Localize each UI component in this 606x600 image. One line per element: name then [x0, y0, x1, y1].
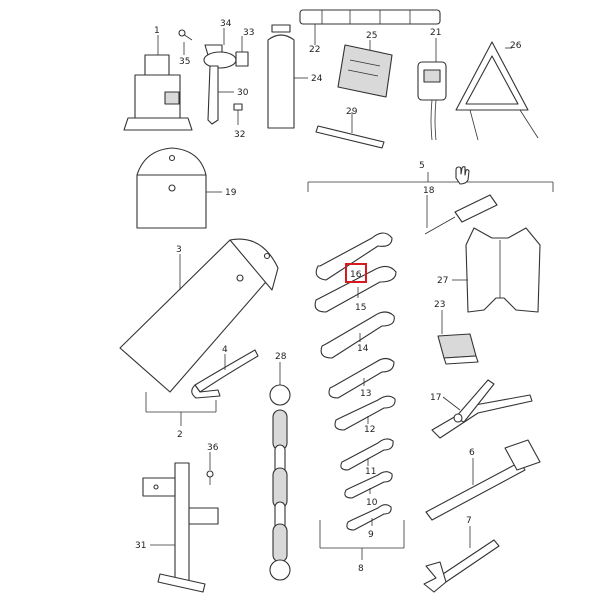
part-25-manual[interactable]	[337, 40, 393, 98]
callout-34[interactable]: 34	[220, 19, 232, 29]
part-27-vest[interactable]	[452, 227, 541, 313]
callout-24[interactable]: 24	[311, 74, 323, 84]
callout-23[interactable]: 23	[434, 300, 445, 310]
part-19-pouch[interactable]	[136, 147, 222, 229]
callout-19[interactable]: 19	[225, 188, 237, 198]
callout-18[interactable]: 18	[423, 186, 435, 196]
callout-30[interactable]: 30	[237, 88, 249, 98]
group-bracket-5	[307, 172, 554, 192]
callout-35[interactable]: 35	[179, 57, 190, 67]
part-16-wrench[interactable]	[315, 232, 393, 281]
part-26-warning-triangle[interactable]	[455, 41, 539, 141]
callout-16[interactable]: 16	[350, 270, 362, 280]
part-29-bar[interactable]	[315, 112, 385, 149]
callout-28[interactable]: 28	[275, 352, 287, 362]
part-9-wrench[interactable]	[346, 504, 392, 531]
part-4-handle[interactable]	[191, 349, 259, 399]
part-23-block[interactable]	[437, 310, 479, 365]
part-24-fire-extinguisher[interactable]	[267, 24, 308, 129]
callout-2[interactable]: 2	[177, 430, 183, 440]
part-1-jack[interactable]	[123, 35, 193, 131]
part-18-screwdriver[interactable]	[424, 194, 498, 235]
part-21-lamp[interactable]	[417, 38, 447, 141]
callout-9[interactable]: 9	[368, 530, 374, 540]
part-31-stand[interactable]	[142, 462, 219, 593]
part-22-rod[interactable]	[299, 9, 441, 45]
callout-10[interactable]: 10	[366, 498, 378, 508]
callout-14[interactable]: 14	[357, 344, 369, 354]
callout-27[interactable]: 27	[437, 276, 448, 286]
part-6-hammer[interactable]	[425, 439, 541, 521]
highlighted-callout-16[interactable]: 16	[345, 263, 367, 283]
part-30-jack-handle[interactable]	[203, 28, 249, 125]
part-17-pliers[interactable]	[431, 379, 533, 439]
part-28-chain[interactable]	[269, 362, 291, 581]
callout-21[interactable]: 21	[430, 28, 441, 38]
callout-31[interactable]: 31	[135, 541, 146, 551]
part-12-wrench[interactable]	[334, 395, 396, 431]
part-36-bolt[interactable]	[206, 452, 214, 485]
part-13-wrench[interactable]	[328, 357, 395, 399]
group-bracket-8	[319, 520, 405, 560]
part-7-adjustable-wrench[interactable]	[423, 526, 500, 593]
callout-4[interactable]: 4	[222, 345, 228, 355]
callout-17[interactable]: 17	[430, 393, 441, 403]
part-32-screw[interactable]	[233, 103, 243, 125]
callout-32[interactable]: 32	[234, 130, 245, 140]
callout-25[interactable]: 25	[366, 31, 377, 41]
callout-11[interactable]: 11	[365, 467, 376, 477]
callout-36[interactable]: 36	[207, 443, 219, 453]
callout-33[interactable]: 33	[243, 28, 254, 38]
callout-12[interactable]: 12	[364, 425, 375, 435]
callout-29[interactable]: 29	[346, 107, 358, 117]
callout-8[interactable]: 8	[358, 564, 364, 574]
part-11-wrench[interactable]	[340, 438, 394, 471]
part-15-wrench[interactable]	[314, 265, 397, 313]
callout-6[interactable]: 6	[469, 448, 475, 458]
hand-cursor-icon	[455, 166, 470, 185]
part-35-bolt[interactable]	[178, 29, 193, 55]
callout-1[interactable]: 1	[154, 26, 160, 36]
part-3-tool-bag[interactable]	[119, 238, 279, 393]
part-14-wrench[interactable]	[320, 311, 395, 359]
part-10-wrench[interactable]	[344, 471, 393, 499]
callout-15[interactable]: 15	[355, 303, 366, 313]
group-bracket-2	[145, 392, 217, 426]
callout-26[interactable]: 26	[510, 41, 522, 51]
callout-5[interactable]: 5	[419, 161, 425, 171]
callout-3[interactable]: 3	[176, 245, 182, 255]
callout-7[interactable]: 7	[466, 516, 472, 526]
highlight-box	[345, 263, 367, 283]
callout-22[interactable]: 22	[309, 45, 320, 55]
callout-13[interactable]: 13	[360, 389, 371, 399]
